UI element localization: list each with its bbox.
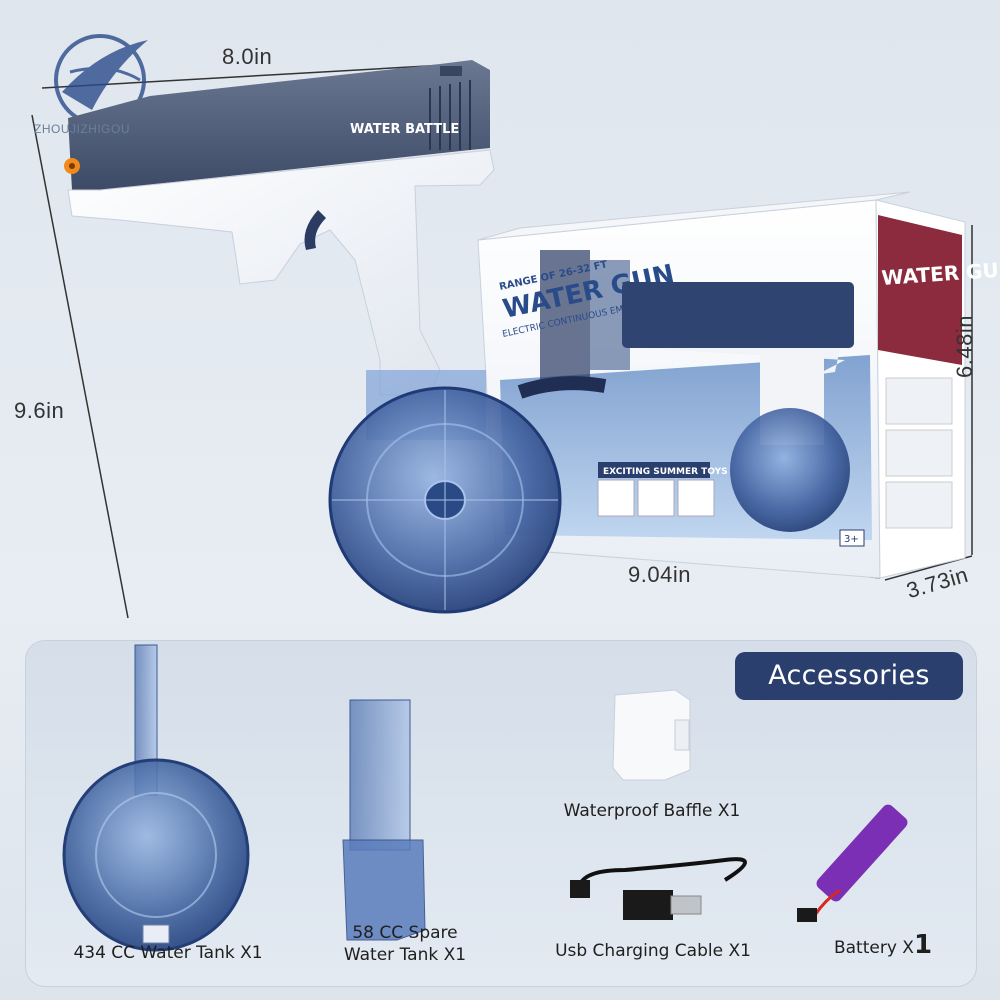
spare-tank-icon [342,699,426,941]
acc-label-usb-cable: Usb Charging Cable X1 [555,941,751,961]
baffle-icon [612,689,691,781]
drum-tank-icon [62,644,250,952]
water-gun-illustration: WATER BATTLE [64,60,562,614]
acc-label-spare-tank-line1: 58 CC Spare [352,923,458,943]
watermark-text: ZHOUJIZHIGOU [34,122,130,136]
accessories-illustration [62,644,908,952]
product-box: WATER GUN RANGE OF 26-32 FT ELECTRIC CON… [477,191,1000,579]
gun-height-label: 9.6in [14,398,65,423]
acc-label-battery-qty: 1 [913,930,933,960]
acc-label-spare-tank-line2: Water Tank X1 [343,945,467,965]
gun-length-label: 8.0in [222,44,273,69]
usb-cable-icon [570,857,747,920]
gun-length-line [41,63,463,89]
acc-label-battery: Battery X1 [818,932,948,959]
gun-height-line [31,114,129,619]
acc-label-battery-prefix: Battery X [833,938,914,958]
svg-text:WATER BATTLE: WATER BATTLE [350,122,459,137]
battery-icon [797,804,908,922]
box-height-label: 6.48in [952,315,977,378]
acc-label-baffle: Waterproof Baffle X1 [563,801,741,821]
product-illustration: WATER GUN RANGE OF 26-32 FT ELECTRIC CON… [31,34,1000,619]
acc-label-water-tank: 434 CC Water Tank X1 [73,943,263,963]
svg-text:EXCITING SUMMER TOYS: EXCITING SUMMER TOYS [603,467,728,477]
acc-label-spare-tank: 58 CC Spare Water Tank X1 [330,922,480,966]
accessories-title: Accessories [735,652,963,700]
product-scene: WATER GUN RANGE OF 26-32 FT ELECTRIC CON… [14,34,1000,619]
box-width-label: 9.04in [628,562,691,587]
svg-text:3+: 3+ [844,534,859,545]
